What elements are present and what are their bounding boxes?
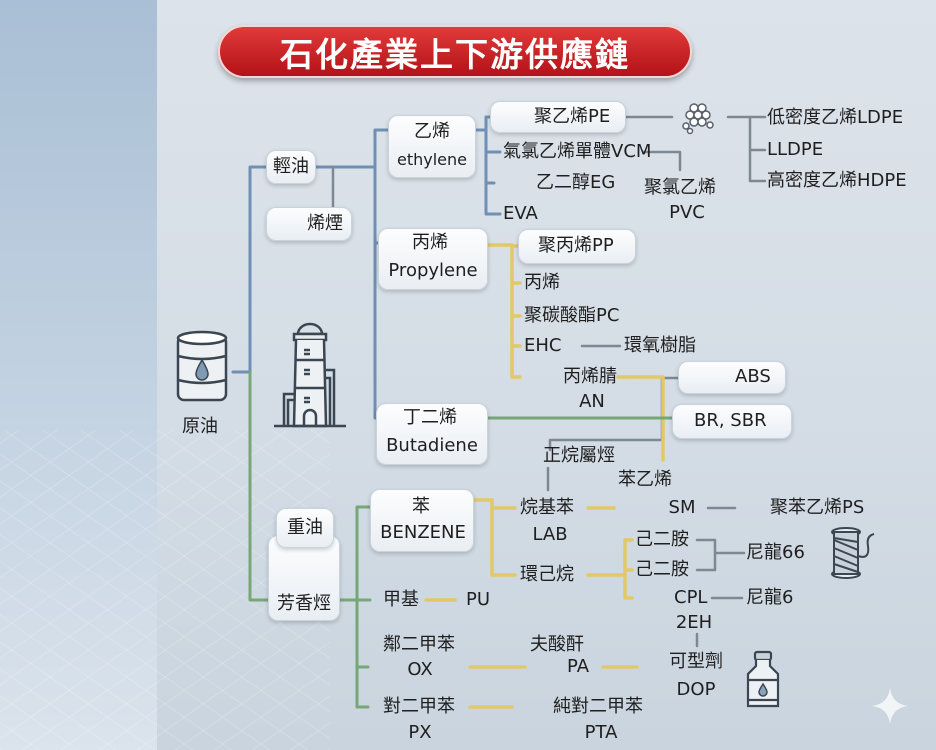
node-butadiene-cn: 丁二烯 bbox=[403, 407, 457, 428]
line-propylene-branch bbox=[486, 243, 522, 379]
node-box-olefins bbox=[266, 207, 352, 241]
line-cyclohexane-branch bbox=[586, 538, 634, 600]
node-box-br-sbr bbox=[672, 404, 792, 439]
node-nylon66: 尼龍66 bbox=[746, 542, 805, 563]
node-ethylene-cn: 乙烯 bbox=[414, 121, 450, 142]
node-an-cn: 丙烯腈 bbox=[563, 366, 617, 387]
node-pe: 聚乙烯PE bbox=[534, 106, 611, 127]
node-vcm: 氣氯乙烯單體VCM bbox=[503, 141, 652, 162]
node-sm: SM bbox=[668, 497, 696, 518]
node-box-benzene bbox=[370, 489, 474, 552]
node-pu: PU bbox=[466, 589, 491, 610]
node-pvc-cn: 聚氯乙烯 bbox=[644, 177, 716, 198]
molecule-cluster-icon bbox=[682, 103, 714, 135]
line-lightoil-trunk bbox=[314, 128, 390, 420]
thread-spool-icon bbox=[831, 527, 875, 579]
line-ethylene-branch bbox=[474, 115, 502, 216]
line-aromatics-trunk bbox=[338, 505, 372, 709]
node-lab: LAB bbox=[532, 524, 568, 545]
node-lldpe: LLDPE bbox=[767, 139, 824, 160]
node-benzene-en: BENZENE bbox=[380, 522, 466, 543]
node-pp: 聚丙烯PP bbox=[538, 235, 614, 256]
node-box-light-oil bbox=[266, 150, 316, 184]
node-box-ethylene bbox=[388, 115, 476, 178]
node-px-en: PX bbox=[408, 722, 432, 743]
node-pc: 聚碳酸酯PC bbox=[524, 305, 620, 326]
sparkle-icon bbox=[872, 688, 908, 724]
node-paraffin: 正烷屬烴 bbox=[543, 445, 615, 466]
line-crude-heavyoil bbox=[248, 370, 270, 602]
node-eva: EVA bbox=[503, 203, 538, 224]
node-box-aromatics bbox=[268, 535, 340, 621]
node-box-abs bbox=[678, 361, 786, 394]
node-hdpe: 高密度乙烯HDPE bbox=[767, 170, 907, 191]
oil-barrel-icon bbox=[176, 330, 228, 402]
node-aromatics: 芳香烴 bbox=[277, 593, 331, 614]
node-box-heavy-oil bbox=[276, 508, 334, 548]
node-light-oil: 輕油 bbox=[273, 156, 309, 177]
node-pta-en: PTA bbox=[584, 722, 618, 743]
background-strip bbox=[0, 0, 157, 750]
page-title: 石化產業上下游供應鏈 bbox=[218, 25, 692, 78]
node-heavy-oil: 重油 bbox=[287, 517, 323, 538]
node-px-cn: 對二甲苯 bbox=[383, 696, 455, 717]
node-ethylene-en: ethylene bbox=[397, 150, 467, 169]
node-olefins: 烯煙 bbox=[307, 213, 343, 234]
node-alkylbenzene: 烷基苯 bbox=[520, 497, 574, 518]
node-ox-en: OX bbox=[407, 659, 433, 680]
line-benzene-branch bbox=[472, 498, 517, 577]
node-hmda-2: 己二胺 bbox=[635, 559, 689, 580]
node-cpl: CPL bbox=[674, 587, 708, 608]
node-styrene: 苯乙烯 bbox=[618, 469, 672, 490]
node-box-butadiene bbox=[376, 403, 488, 465]
line-an-styrene bbox=[616, 375, 665, 462]
node-propylene-cn: 丙烯 bbox=[412, 232, 448, 253]
node-crude: 原油 bbox=[182, 416, 218, 437]
node-an-en: AN bbox=[579, 391, 605, 412]
node-methyl: 甲基 bbox=[383, 589, 419, 610]
line-vcm-pvc bbox=[641, 150, 682, 172]
node-ldpe: 低密度乙烯LDPE bbox=[767, 107, 904, 128]
node-epoxy: 環氧樹脂 bbox=[624, 335, 696, 356]
node-butadiene-en: Butadiene bbox=[386, 435, 478, 456]
node-plasticizer-cn: 可型劑 bbox=[669, 651, 723, 672]
line-abs-paraffin bbox=[548, 376, 680, 452]
node-hmda-1: 己二胺 bbox=[635, 529, 689, 550]
node-abs: ABS bbox=[735, 366, 771, 387]
node-box-propylene bbox=[378, 228, 488, 290]
node-ps: 聚苯乙烯PS bbox=[770, 497, 865, 518]
node-pvc-en: PVC bbox=[669, 202, 705, 223]
node-box-pe bbox=[490, 101, 626, 133]
line-hmda-nylon66 bbox=[695, 538, 746, 572]
node-benzene-cn: 苯 bbox=[412, 496, 430, 517]
node-pa-cn: 夫酸酐 bbox=[530, 634, 584, 655]
plasticizer-bottle-icon bbox=[746, 650, 780, 708]
line-pe-molecule bbox=[624, 115, 767, 183]
refinery-tower-icon bbox=[274, 322, 346, 428]
node-pa-en: PA bbox=[566, 656, 590, 677]
node-nylon6: 尼龍6 bbox=[746, 587, 794, 608]
node-propylene-2: 丙烯 bbox=[524, 272, 560, 293]
node-propylene-en: Propylene bbox=[388, 260, 478, 281]
node-plasticizer-en: DOP bbox=[676, 679, 716, 700]
node-2eh: 2EH bbox=[675, 612, 713, 633]
node-eg: 乙二醇EG bbox=[536, 172, 616, 193]
node-cyclohexane: 環己烷 bbox=[520, 564, 574, 585]
node-ehc: EHC bbox=[524, 335, 562, 356]
node-box-pp bbox=[518, 229, 636, 264]
node-br-sbr: BR, SBR bbox=[694, 410, 767, 431]
node-ox-cn: 鄰二甲苯 bbox=[383, 634, 455, 655]
node-pta-cn: 純對二甲苯 bbox=[553, 696, 643, 717]
line-crude-lightoil bbox=[231, 165, 268, 374]
